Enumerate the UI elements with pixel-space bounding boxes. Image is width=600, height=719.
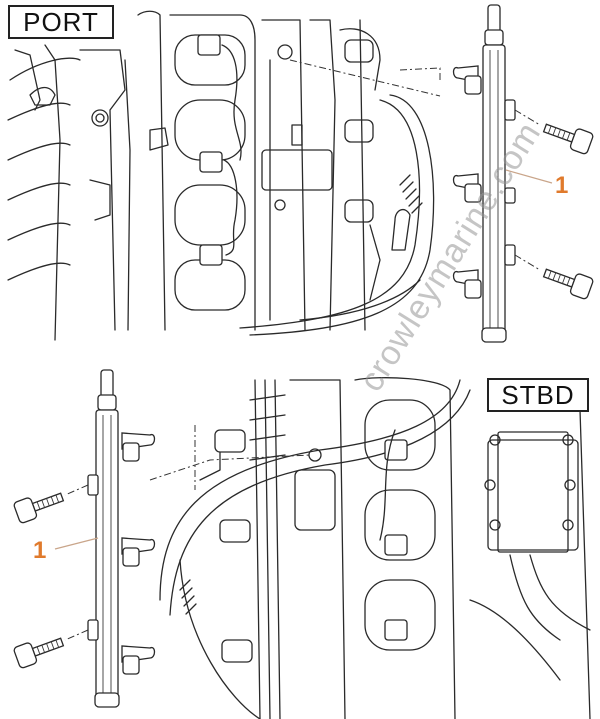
fuel-rail-stbd <box>87 369 156 708</box>
callout-number-port: 1 <box>555 172 569 199</box>
panel-label-stbd: STBD <box>487 378 589 412</box>
panel-label-port: PORT <box>8 5 114 39</box>
callout-leader-stbd <box>54 537 99 550</box>
fuel-rail-port <box>452 4 516 343</box>
stbd-panel-engine <box>149 377 591 719</box>
port-panel-engine <box>7 10 441 341</box>
bolts-port <box>514 109 594 300</box>
callout-number-stbd: 1 <box>33 537 47 564</box>
callout-leader-port <box>505 169 553 184</box>
bolts-stbd <box>13 484 89 669</box>
